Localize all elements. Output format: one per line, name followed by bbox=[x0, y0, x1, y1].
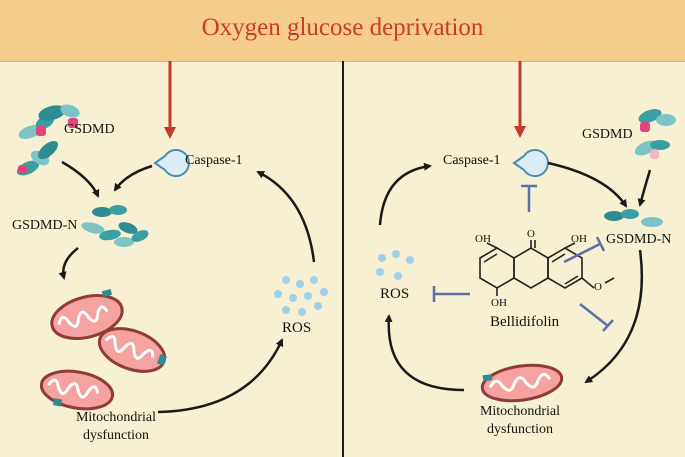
left-mitochondria-icon bbox=[39, 288, 167, 411]
left-ros-dots bbox=[274, 276, 328, 316]
panel-divider bbox=[342, 61, 344, 457]
structure-oh-bottom: OH bbox=[491, 297, 507, 309]
right-ros-label: ROS bbox=[380, 286, 410, 302]
left-arrow-ros-to-caspase bbox=[256, 170, 316, 263]
left-arrow-mito-to-ros bbox=[157, 338, 284, 414]
bellidifolin-label: Bellidifolin bbox=[490, 314, 560, 330]
left-arrow-n-to-mito bbox=[58, 247, 79, 280]
right-arrow-mito-to-ros bbox=[384, 314, 465, 392]
right-mito-label-1: Mitochondrial bbox=[479, 404, 561, 419]
right-gsdmd-icon bbox=[634, 109, 676, 159]
right-arrow-n-to-mito bbox=[584, 249, 644, 384]
structure-oh-top-right: OH bbox=[571, 233, 587, 245]
inhibition-lines bbox=[432, 184, 614, 332]
structure-oh-top-left: OH bbox=[475, 233, 491, 245]
left-arrow-caspase-to-n bbox=[113, 164, 153, 192]
left-arrow-gsdmd-to-n bbox=[61, 160, 100, 198]
left-ros-label: ROS bbox=[282, 320, 312, 336]
left-mito-label-1: Mitochondrial bbox=[75, 410, 157, 425]
header-banner: Oxygen glucose deprivation bbox=[0, 0, 685, 62]
right-arrow-gsdmd-to-n bbox=[637, 169, 652, 207]
right-caspase-icon bbox=[512, 149, 549, 177]
left-caspase-icon bbox=[153, 149, 190, 177]
bellidifolin-structure bbox=[479, 240, 615, 296]
structure-carbonyl-o: O bbox=[527, 228, 535, 240]
left-gsdmd-n-label: GSDMD-N bbox=[12, 218, 78, 233]
banner-title: Oxygen glucose deprivation bbox=[201, 14, 484, 41]
right-arrow-caspase-to-n bbox=[547, 161, 628, 208]
left-gsdmd-n-icon bbox=[81, 205, 149, 247]
left-mito-label-2: dysfunction bbox=[82, 428, 150, 443]
left-caspase-label: Caspase-1 bbox=[185, 153, 243, 168]
right-ros-dots bbox=[376, 250, 414, 280]
left-gsdmd-icon bbox=[16, 104, 80, 176]
right-gsdmd-n-icon bbox=[604, 209, 663, 227]
structure-ring-o: O bbox=[594, 281, 602, 293]
left-gsdmd-label: GSDMD bbox=[64, 122, 115, 137]
right-mitochondrion-icon bbox=[480, 363, 564, 403]
right-mito-label-2: dysfunction bbox=[486, 422, 554, 437]
right-gsdmd-label: GSDMD bbox=[582, 127, 633, 142]
right-arrow-ros-to-caspase bbox=[378, 162, 432, 226]
right-gsdmd-n-label: GSDMD-N bbox=[606, 232, 672, 247]
right-caspase-label: Caspase-1 bbox=[443, 153, 501, 168]
